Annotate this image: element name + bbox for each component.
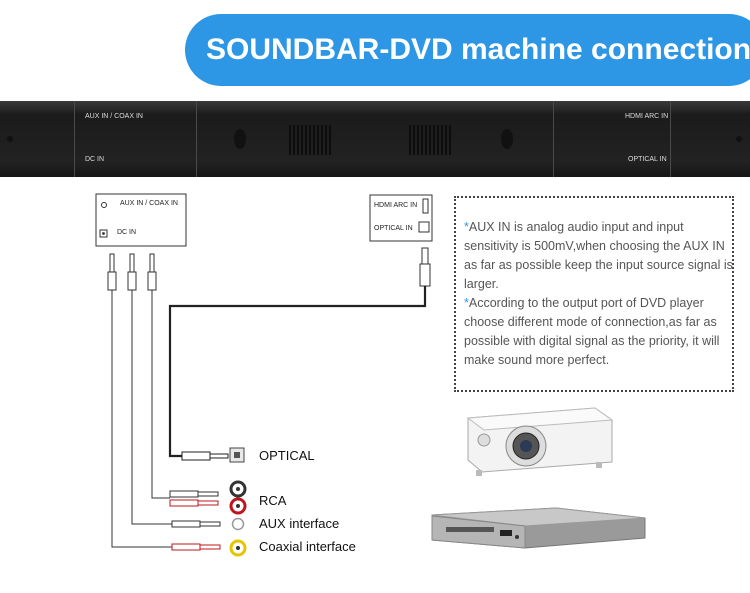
bar-label-optical-in: OPTICAL IN: [628, 156, 667, 163]
label-coaxial-interface: Coaxial interface: [259, 539, 356, 554]
note-paragraph-dvd: *According to the output port of DVD pla…: [464, 296, 720, 367]
panel-label-optical-in: OPTICAL IN: [374, 225, 413, 232]
info-note: *AUX IN is analog audio input and input …: [454, 196, 734, 392]
bar-divider: [553, 101, 554, 177]
soundbar-rear: AUX IN / COAX IN DC IN HDMI ARC IN OPTIC…: [0, 101, 750, 177]
bar-divider: [670, 101, 671, 177]
hdmi-port-icon: [422, 198, 429, 214]
aux-jack-icon: [231, 517, 245, 531]
dvd-player-icon: [431, 507, 646, 549]
panel-label-aux-coax: AUX IN / COAX IN: [120, 200, 178, 207]
dc-port-icon: [99, 229, 108, 238]
bar-label-dc-in: DC IN: [85, 156, 105, 163]
title-banner: [185, 14, 750, 86]
label-aux-interface: AUX interface: [259, 516, 340, 531]
left-port-panel: [95, 193, 187, 247]
projector-icon: [466, 407, 614, 476]
right-port-panel: [369, 194, 433, 242]
label-optical: OPTICAL: [259, 448, 315, 463]
bar-divider: [196, 101, 197, 177]
bar-divider: [74, 101, 75, 177]
bar-label-aux-coax: AUX IN / COAX IN: [85, 113, 143, 120]
optical-cable: [168, 286, 427, 458]
page-title: SOUNDBAR-DVD machine connection: [206, 33, 750, 66]
aux-port-icon: [101, 202, 107, 208]
panel-label-hdmi-arc: HDMI ARC IN: [374, 202, 418, 209]
note-paragraph-aux: *AUX IN is analog audio input and input …: [464, 220, 733, 291]
optical-port-icon: [418, 221, 430, 233]
bar-label-hdmi-arc: HDMI ARC IN: [625, 113, 669, 120]
label-rca: RCA: [259, 493, 287, 508]
soundbar-vents: [7, 125, 742, 155]
panel-label-dc-in: DC IN: [117, 229, 137, 236]
